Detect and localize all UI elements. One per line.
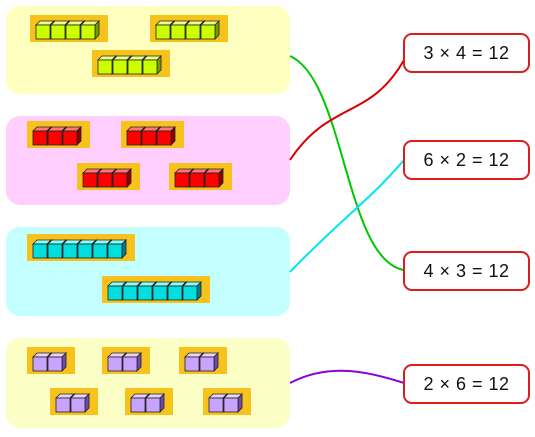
- connector-purple: [289, 369, 405, 384]
- equation-box-1[interactable]: 3 × 4 = 12: [403, 33, 530, 73]
- group-panel-red[interactable]: [6, 116, 290, 205]
- cube-icon: [107, 239, 127, 259]
- cube-icon: [62, 126, 82, 146]
- equation-box-4[interactable]: 2 × 6 = 12: [403, 364, 530, 404]
- group-panel-cyan[interactable]: [6, 227, 290, 316]
- cube-strip: [150, 15, 228, 42]
- cube-icon: [200, 20, 220, 40]
- cube-strip: [92, 50, 170, 77]
- group-panel-green[interactable]: [6, 6, 290, 94]
- cube-icon: [112, 168, 132, 188]
- cube-icon: [156, 126, 176, 146]
- cube-strip: [125, 388, 173, 415]
- cube-strip: [179, 347, 227, 374]
- cube-strip: [203, 388, 251, 415]
- cube-icon: [122, 352, 142, 372]
- equation-box-3[interactable]: 4 × 3 = 12: [403, 251, 530, 291]
- connector-cyan: [289, 159, 405, 273]
- cube-strip: [102, 347, 150, 374]
- cube-strip: [27, 234, 135, 261]
- cube-strip: [169, 163, 232, 190]
- cube-icon: [223, 393, 243, 413]
- cube-strip: [121, 121, 184, 148]
- equation-box-2[interactable]: 6 × 2 = 12: [403, 140, 530, 180]
- cube-icon: [182, 281, 202, 301]
- cube-icon: [204, 168, 224, 188]
- cube-icon: [199, 352, 219, 372]
- cube-icon: [142, 55, 162, 75]
- cube-strip: [27, 347, 75, 374]
- connector-red: [289, 59, 405, 161]
- cube-strip: [77, 163, 140, 190]
- cube-icon: [152, 281, 172, 301]
- cube-icon: [70, 393, 90, 413]
- cube-strip: [30, 15, 108, 42]
- group-panel-purple[interactable]: [6, 338, 290, 428]
- cube-strip: [50, 388, 98, 415]
- connector-green: [289, 55, 405, 271]
- cube-strip: [27, 121, 90, 148]
- cube-icon: [80, 20, 100, 40]
- cube-strip: [102, 276, 210, 303]
- cube-icon: [145, 393, 165, 413]
- cube-icon: [47, 352, 67, 372]
